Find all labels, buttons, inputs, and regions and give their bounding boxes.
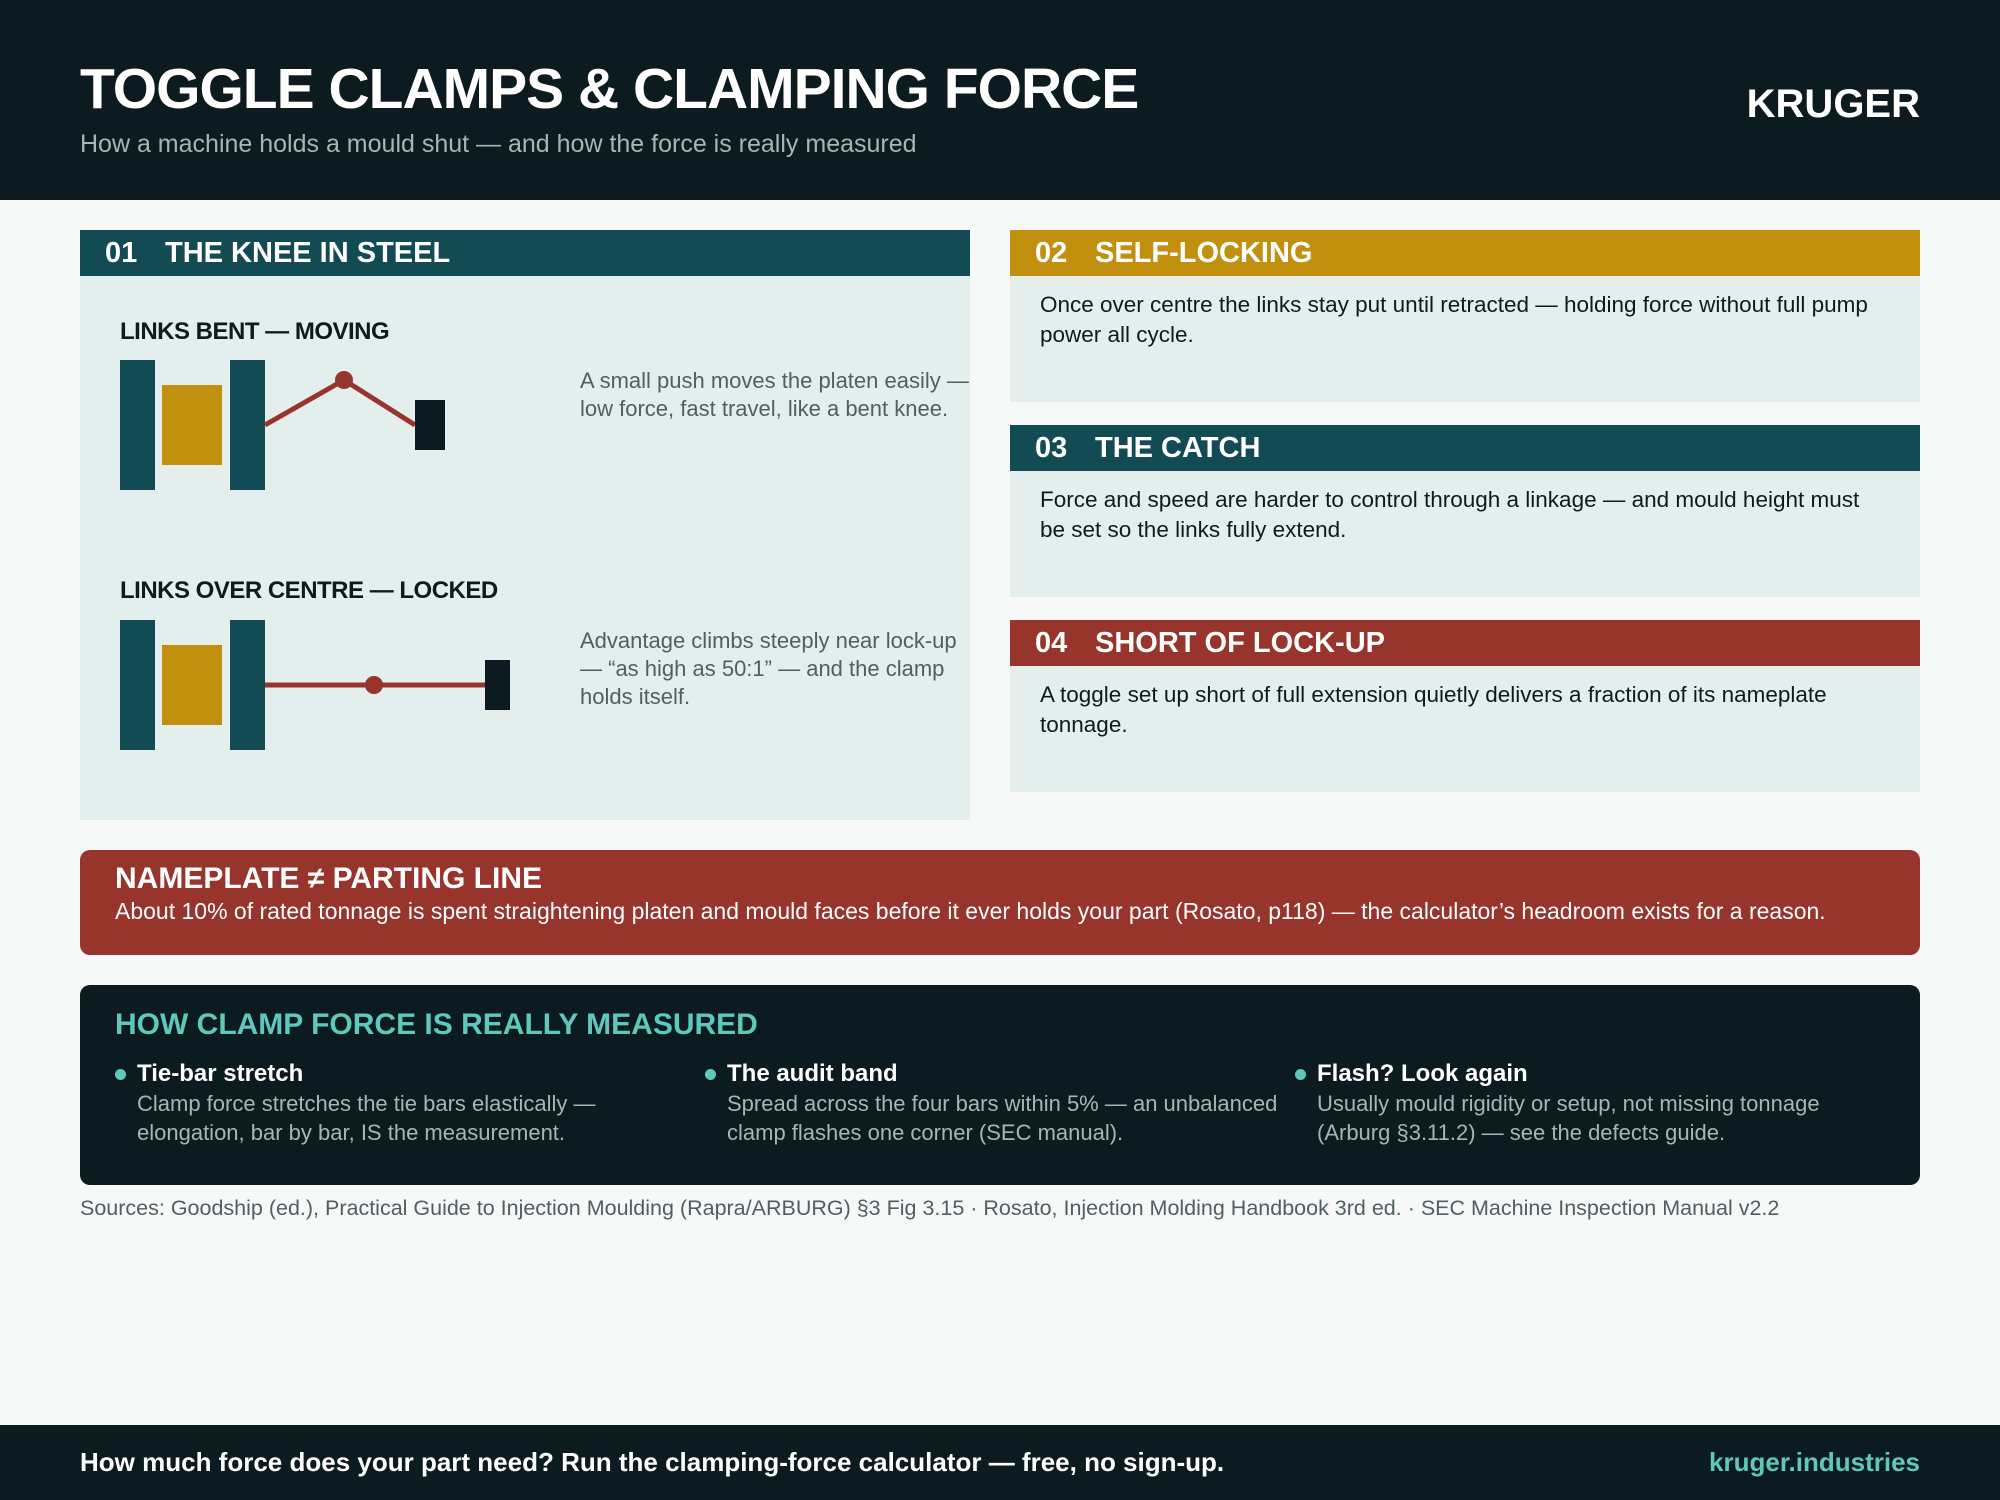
panel-header: 02 SELF-LOCKING — [1010, 230, 1920, 276]
fixed-platen — [120, 620, 155, 750]
panel-text: A toggle set up short of full extension … — [1040, 682, 1827, 737]
panel-text: Once over centre the links stay put unti… — [1040, 292, 1868, 347]
list-item: Tie-bar stretch Clamp force stretches th… — [115, 1059, 705, 1147]
panel-title: SHORT OF LOCK-UP — [1095, 626, 1385, 659]
panel-knee-in-steel: 01 THE KNEE IN STEEL LINKS BENT — MOVING… — [80, 230, 970, 820]
measurement-title: HOW CLAMP FORCE IS REALLY MEASURED — [115, 1008, 758, 1041]
item-text: Usually mould rigidity or setup, not mis… — [1317, 1091, 1820, 1145]
panel-header: 01 THE KNEE IN STEEL — [80, 230, 970, 276]
panel-number: 04 — [1035, 626, 1068, 659]
link-joint — [335, 371, 353, 389]
moving-platen — [230, 360, 265, 490]
mould — [162, 645, 222, 725]
page-title: TOGGLE CLAMPS & CLAMPING FORCE — [80, 57, 1139, 121]
item-text: Clamp force stretches the tie bars elast… — [137, 1091, 596, 1145]
bullet-icon — [1295, 1069, 1306, 1080]
moving-platen — [230, 620, 265, 750]
callout-title: NAMEPLATE ≠ PARTING LINE — [115, 862, 543, 895]
crosshead — [485, 660, 510, 710]
page-header: TOGGLE CLAMPS & CLAMPING FORCE How a mac… — [0, 0, 2000, 200]
bullet-icon — [705, 1069, 716, 1080]
panel-self-locking: 02 SELF-LOCKING Once over centre the lin… — [1010, 230, 1920, 402]
item-text: Spread across the four bars within 5% — … — [727, 1091, 1278, 1145]
panel-short-of-lock-up: 04 SHORT OF LOCK-UP A toggle set up shor… — [1010, 620, 1920, 792]
brand-logo: KRUGER — [1746, 82, 1920, 126]
diagram-label-bent: LINKS BENT — MOVING — [120, 318, 390, 345]
sources-note: Sources: Goodship (ed.), Practical Guide… — [80, 1196, 1780, 1220]
bullet-icon — [115, 1069, 126, 1080]
list-item: The audit band Spread across the four ba… — [705, 1059, 1295, 1147]
measurement-section: HOW CLAMP FORCE IS REALLY MEASURED Tie-b… — [80, 985, 1920, 1185]
diagram-label-locked: LINKS OVER CENTRE — LOCKED — [120, 577, 498, 604]
panel-number: 03 — [1035, 431, 1068, 464]
panel-the-catch: 03 THE CATCH Force and speed are harder … — [1010, 425, 1920, 597]
calculator-cta[interactable]: How much force does your part need? Run … — [80, 1447, 1225, 1477]
mould — [162, 385, 222, 465]
fixed-platen — [120, 360, 155, 490]
website-link[interactable]: kruger.industries — [1709, 1447, 1920, 1477]
diagram-text-bent: A small push moves the platen easily — l… — [580, 368, 969, 421]
item-heading: Flash? Look again — [1317, 1060, 1528, 1087]
item-heading: Tie-bar stretch — [137, 1060, 304, 1087]
crosshead — [415, 400, 445, 450]
panel-title: THE KNEE IN STEEL — [165, 236, 451, 269]
callout-text: About 10% of rated tonnage is spent stra… — [115, 898, 1826, 924]
measurement-list: Tie-bar stretch Clamp force stretches th… — [115, 1059, 1885, 1147]
list-item: Flash? Look again Usually mould rigidity… — [1295, 1059, 1885, 1147]
panel-number: 02 — [1035, 236, 1068, 269]
panel-title: SELF-LOCKING — [1095, 236, 1313, 269]
page-subtitle: How a machine holds a mould shut — and h… — [80, 130, 917, 158]
toggle-locked-diagram — [120, 620, 510, 750]
page-footer: How much force does your part need? Run … — [0, 1425, 2000, 1500]
link-joint — [365, 676, 383, 694]
diagram-text-locked: Advantage climbs steeply near lock-up — … — [580, 628, 957, 709]
toggle-bent-diagram — [120, 360, 445, 490]
panel-text: Force and speed are harder to control th… — [1040, 487, 1860, 542]
item-heading: The audit band — [727, 1060, 898, 1087]
panel-title: THE CATCH — [1095, 431, 1261, 464]
panel-header: 03 THE CATCH — [1010, 425, 1920, 471]
nameplate-callout: NAMEPLATE ≠ PARTING LINE About 10% of ra… — [80, 850, 1920, 955]
panel-number: 01 — [105, 236, 138, 269]
panel-header: 04 SHORT OF LOCK-UP — [1010, 620, 1920, 666]
